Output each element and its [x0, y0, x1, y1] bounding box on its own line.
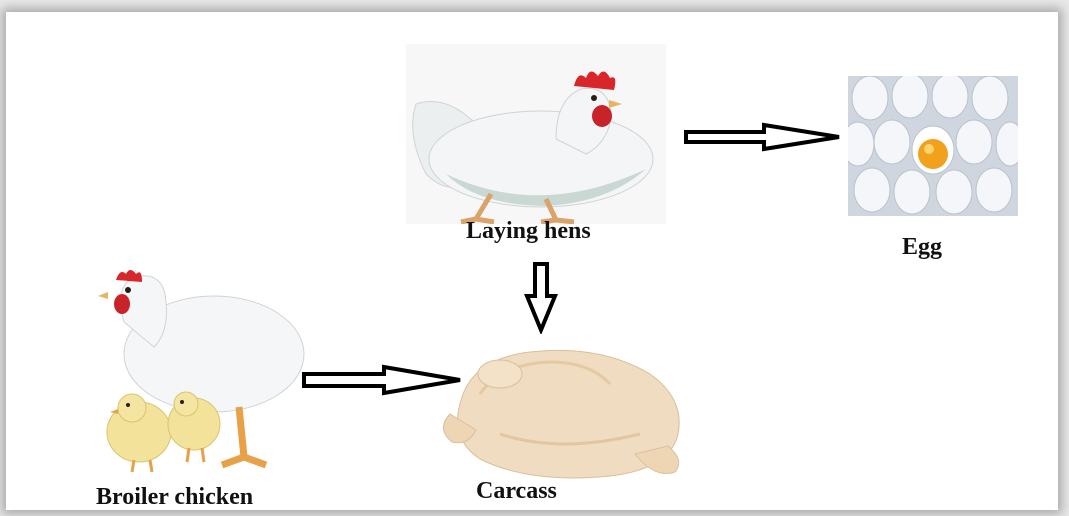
egg-image [848, 76, 1018, 216]
carcass-label: Carcass [476, 478, 557, 505]
carcass-image [440, 334, 690, 482]
egg-label: Egg [902, 234, 942, 261]
laying-hens-label: Laying hens [466, 218, 591, 245]
laying-hen-image [406, 44, 666, 224]
figure-frame: Laying hens Egg Broiler chicken Carcass [6, 12, 1058, 510]
broiler-chicken-label: Broiler chicken [96, 484, 253, 511]
arrow-hens-to-egg [684, 122, 844, 152]
arrow-hens-to-carcass [524, 262, 558, 334]
broiler-chicken-image [94, 262, 319, 472]
arrow-broiler-to-carcass [302, 364, 464, 396]
